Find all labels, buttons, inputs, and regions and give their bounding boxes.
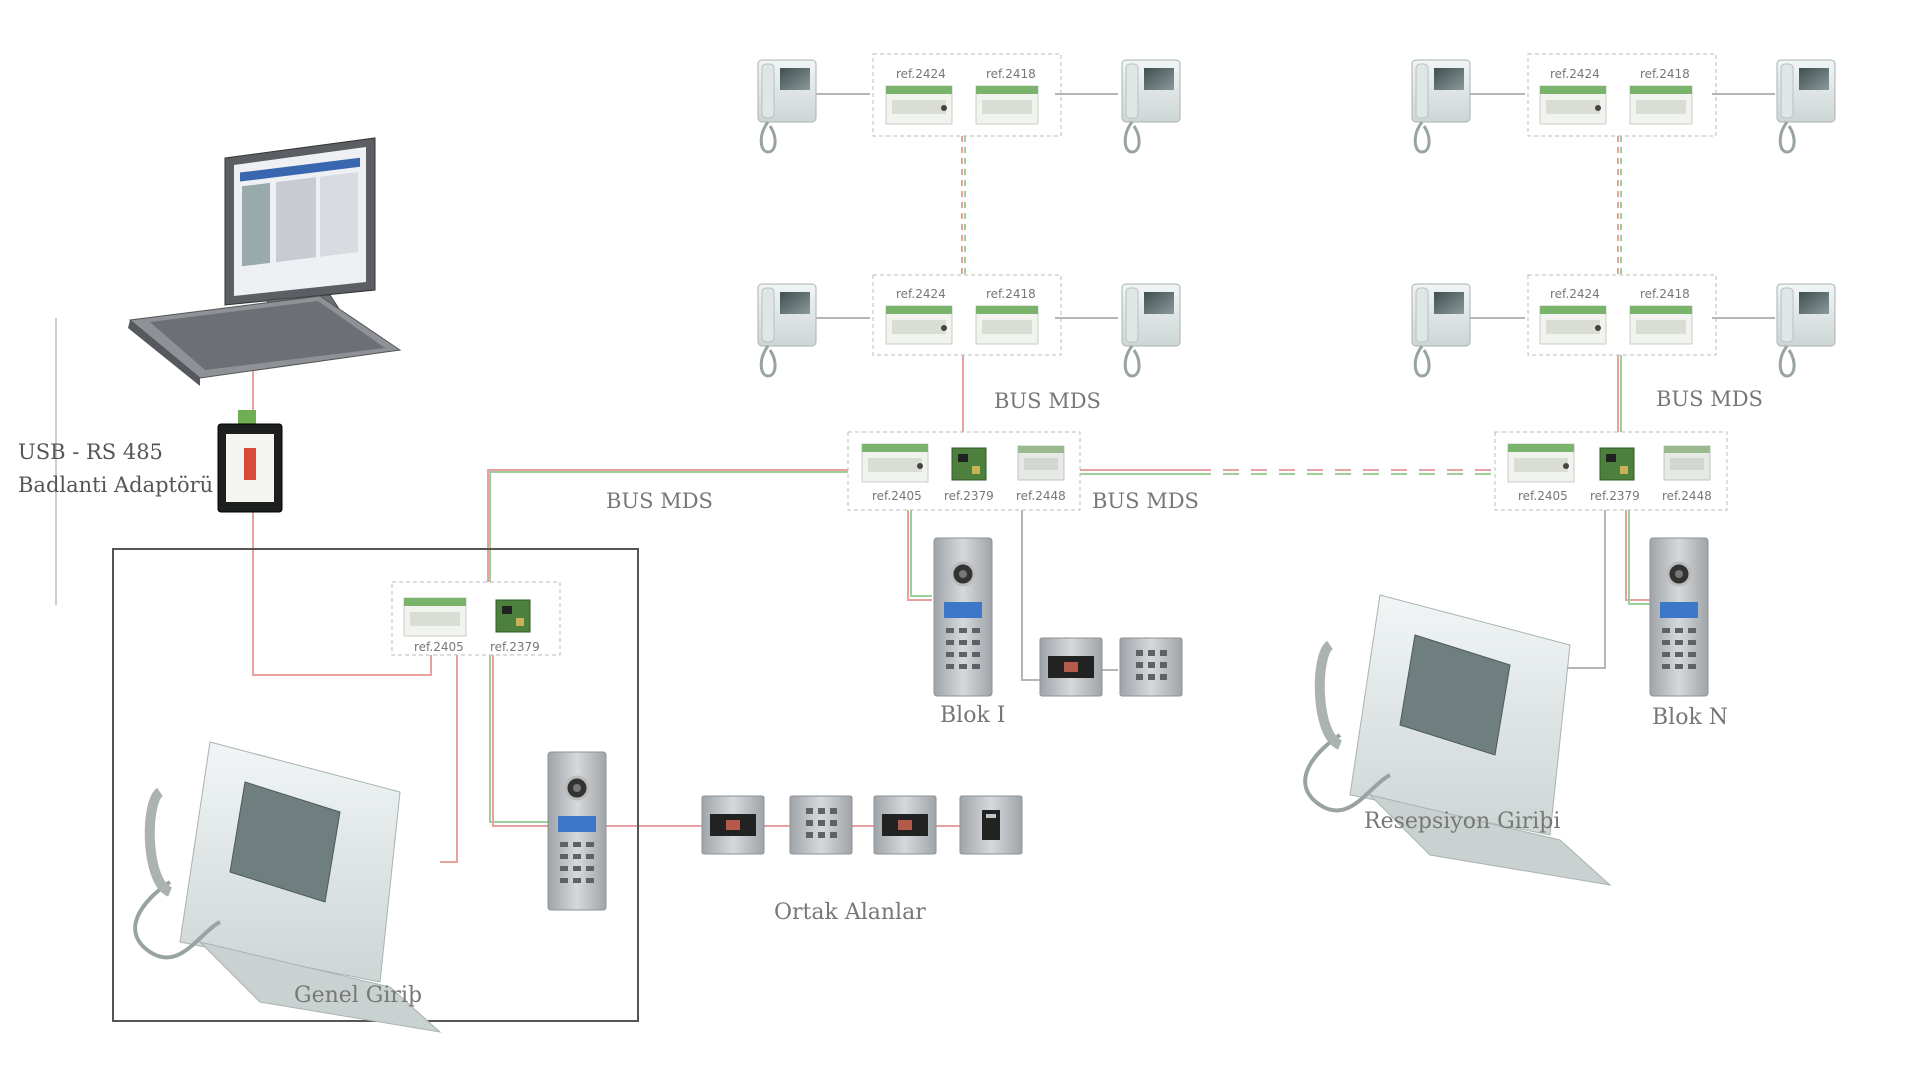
blok1-floor2-box (872, 274, 1062, 356)
wire-genel-monitor (440, 655, 458, 863)
wire-blok1-panel-green (910, 510, 932, 597)
module-ref2379-blok1 (951, 447, 987, 481)
module-ref2405-genel (403, 597, 467, 637)
wire-blokn-panel-green (1628, 510, 1650, 605)
apartment-monitor-1b (1120, 58, 1182, 154)
genel-ref2379: ref.2379 (490, 640, 540, 654)
bus-label-blok1-vertical: BUS MDS (994, 389, 1101, 413)
blokn-ref2405: ref.2405 (1518, 489, 1568, 503)
blok1-f2-ref2418: ref.2418 (986, 287, 1036, 301)
blokn-f2-ref2424: ref.2424 (1550, 287, 1600, 301)
adapter-label-line2: Badlanti Adaptörü (18, 473, 213, 497)
module-ref2379-blokn (1599, 447, 1635, 481)
wire-blokn-panel-red (1625, 510, 1650, 601)
genel-giris-label: Genel Giriþ (294, 983, 422, 1008)
blokn-floor2-box (1527, 274, 1717, 356)
usb-rs485-adapter-icon (217, 410, 283, 513)
genel-module-box (391, 581, 561, 656)
module-ref2418-n2 (1629, 305, 1693, 345)
blok1-ref2448: ref.2448 (1016, 489, 1066, 503)
apartment-monitor-nd (1775, 282, 1837, 378)
wire-adapter-genel (252, 512, 432, 676)
ortak-keypad (789, 795, 853, 855)
blokn-distribution-box (1494, 431, 1728, 511)
ortak-camera-reader-1 (701, 795, 765, 855)
blok1-distribution-box (847, 431, 1081, 511)
module-ref2424 (885, 85, 953, 125)
apartment-monitor-nb (1775, 58, 1837, 154)
module-ref2379-genel (495, 599, 531, 633)
blok1-floor1-box (872, 53, 1062, 137)
blok1-keypad (1119, 637, 1183, 697)
bus-label-blokn-vertical: BUS MDS (1656, 387, 1763, 411)
blok1-ref2379: ref.2379 (944, 489, 994, 503)
door-panel-blok1 (932, 536, 994, 698)
module-ref2448-blokn (1663, 445, 1711, 481)
blokn-f1-ref2418: ref.2418 (1640, 67, 1690, 81)
door-panel-blokn (1648, 536, 1710, 698)
apartment-monitor-1c (756, 282, 818, 378)
blok1-ref2405: ref.2405 (872, 489, 922, 503)
ortak-camera-reader-2 (873, 795, 937, 855)
module-ref2418-f2 (975, 305, 1039, 345)
apartment-monitor-nc (1410, 282, 1472, 378)
apartment-monitor-1d (1120, 282, 1182, 378)
desk-monitor-resepsiyon (1305, 595, 1610, 885)
module-ref2405-blokn (1507, 443, 1575, 483)
blokn-ref2379: ref.2379 (1590, 489, 1640, 503)
genel-ref2405: ref.2405 (414, 640, 464, 654)
monitor-taps (810, 93, 1775, 319)
resepsiyon-giris-label: Resepsiyon Giriþi (1364, 809, 1560, 834)
blokn-ref2448: ref.2448 (1662, 489, 1712, 503)
bus-label-middle: BUS MDS (1092, 489, 1199, 513)
adapter-label-line1: USB - RS 485 (18, 440, 163, 464)
module-ref2424-n2 (1539, 305, 1607, 345)
blokn-f1-ref2424: ref.2424 (1550, 67, 1600, 81)
wire-blok1-panel-red (907, 510, 932, 601)
wire-bus-left-red (487, 469, 848, 582)
wire-blok1-cam (1021, 510, 1040, 681)
module-ref2418-n1 (1629, 85, 1693, 125)
apartment-monitor-1a (756, 58, 818, 154)
module-ref2448-blok1 (1017, 445, 1065, 481)
wire-bus-left-green (489, 471, 848, 582)
ortak-alanlar-label: Ortak Alanlar (774, 900, 926, 925)
module-ref2405-blok1 (861, 443, 929, 483)
apartment-monitor-na (1410, 58, 1472, 154)
wire-genel-panel-red (492, 655, 548, 827)
ortak-card-reader (959, 795, 1023, 855)
wire-genel-panel-green (489, 655, 548, 823)
blokn-floor1-box (1527, 53, 1717, 137)
blok1-f2-ref2424: ref.2424 (896, 287, 946, 301)
door-panel-genel (546, 750, 608, 912)
computer-icon (128, 137, 402, 386)
blok1-camera-reader (1039, 637, 1103, 697)
bus-label-left: BUS MDS (606, 489, 713, 513)
module-ref2418 (975, 85, 1039, 125)
module-ref2424-f2 (885, 305, 953, 345)
blok-n-label: Blok N (1652, 705, 1728, 730)
blok1-f1-ref2424: ref.2424 (896, 67, 946, 81)
blok-1-label: Blok I (940, 703, 1005, 728)
blokn-f2-ref2418: ref.2418 (1640, 287, 1690, 301)
module-ref2424-n1 (1539, 85, 1607, 125)
blok1-f1-ref2418: ref.2418 (986, 67, 1036, 81)
